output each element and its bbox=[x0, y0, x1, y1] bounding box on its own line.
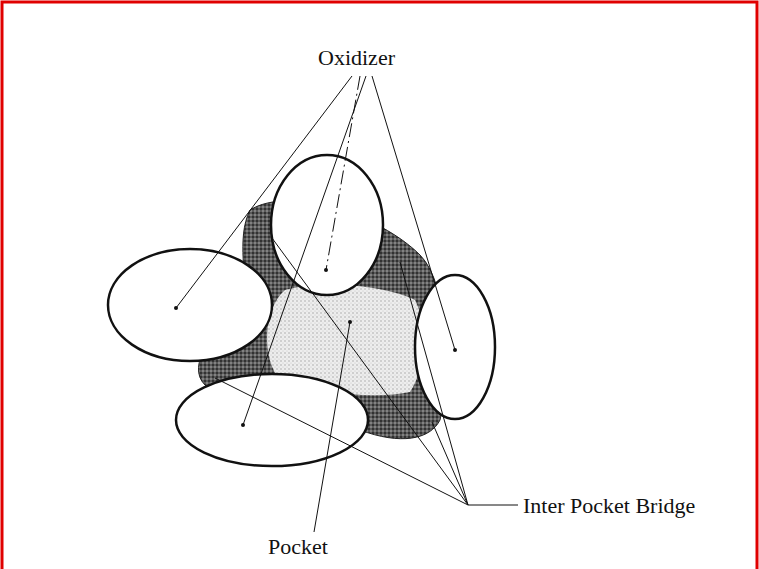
oxidizer-leaders bbox=[176, 76, 455, 425]
bridge-label: Inter Pocket Bridge bbox=[523, 494, 695, 518]
oxidizer-particle bbox=[108, 249, 272, 361]
leader-dots bbox=[174, 268, 457, 427]
oxidizer-particle bbox=[271, 155, 383, 295]
oxidizer-label: Oxidizer bbox=[318, 46, 395, 70]
oxidizer-particle bbox=[415, 275, 495, 419]
bridge-leaders bbox=[215, 238, 518, 505]
pocket-label: Pocket bbox=[268, 535, 328, 559]
pocket-leader bbox=[314, 322, 350, 532]
